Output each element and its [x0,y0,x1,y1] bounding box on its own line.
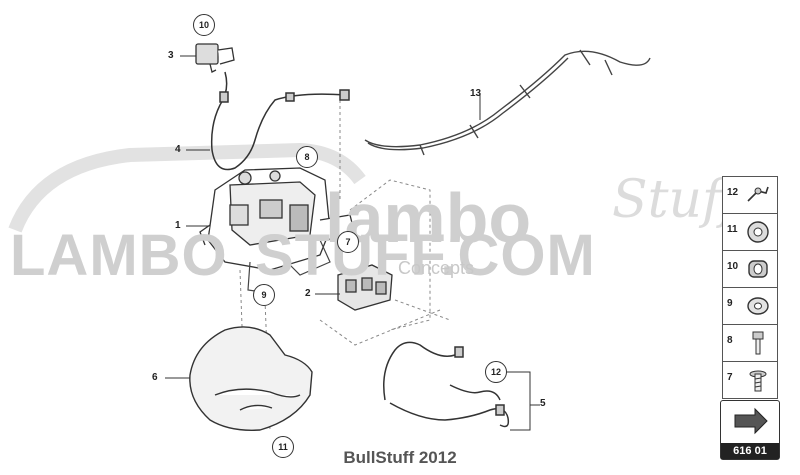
callout-2: 2 [305,288,311,299]
legend-row-9: 9 [722,288,778,325]
legend-row-7: 7 [722,362,778,399]
legend-row-11: 11 [722,214,778,251]
callout-5: 5 [540,398,546,409]
sensor-cable-part-5 [383,341,510,428]
circle-callout-7: 7 [337,231,359,253]
legend-number: 12 [727,187,739,198]
cover-part-6 [189,326,313,431]
circle-callout-9: 9 [253,284,275,306]
circle-callout-10: 10 [193,14,215,36]
legend-number: 8 [727,335,733,346]
watermark-lambo: LAMBO [10,223,228,288]
brake-pipe-part-13 [364,49,651,156]
callout-leaders [165,55,540,431]
watermark-concepts: Concepts [398,258,475,278]
washer-icon [747,297,769,315]
legend-number: 7 [727,372,733,383]
legend-row-10: 10 [722,251,778,288]
callout-4: 4 [175,144,181,155]
watermark-stuff: STUFF.COM [255,223,596,288]
grommet-icon [747,221,769,243]
callout-6: 6 [152,372,158,383]
page-code: 616 01 [721,443,779,459]
arrow-icon [734,407,768,435]
watermark-stuff-script: Stuff [612,170,739,230]
legend-number: 10 [727,261,739,272]
parts-legend: 12 11 10 9 8 7 [722,176,778,399]
circle-callout-8: 8 [296,146,318,168]
flange-screw-icon [749,370,767,392]
sensor-part-3 [195,43,235,73]
footer-credit: BullStuff 2012 [343,448,457,467]
car-silhouette-watermark [8,142,366,233]
abs-hydraulic-unit [199,167,356,271]
page-reference-box[interactable]: 616 01 [720,400,780,460]
legend-number: 11 [727,224,738,235]
circle-callout-12: 12 [485,361,507,383]
wiring-harness-part-4 [210,71,350,171]
watermark-lambo-big: lambo [325,179,532,257]
callout-1: 1 [175,220,181,231]
rubber-bush-icon [748,260,768,278]
bracket-clip-icon [747,186,769,202]
valve-block-part-2 [337,264,393,311]
callout-3: 3 [168,50,174,61]
circle-callout-11: 11 [272,436,294,458]
legend-row-8: 8 [722,325,778,362]
bolt-icon [752,331,764,355]
legend-row-12: 12 [722,176,778,214]
callout-13: 13 [470,88,482,99]
legend-number: 9 [727,298,733,309]
